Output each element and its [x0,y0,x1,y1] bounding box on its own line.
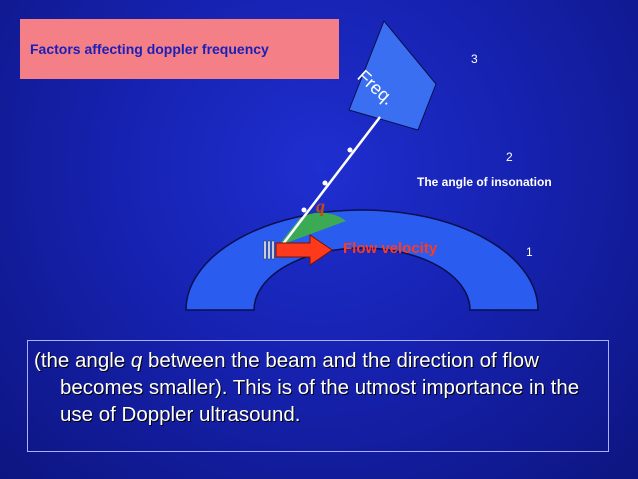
beam-dot [347,147,353,153]
angle-of-insonation-label: The angle of insonation [417,175,552,189]
caption-part1: (the angle [34,349,131,372]
vessel-arch [185,209,539,311]
theta-label: q [316,196,325,216]
caption-box: (the angle q between the beam and the di… [27,340,609,452]
flow-arrow [263,234,333,266]
ultrasound-beam [279,116,381,249]
caption-part2: between the beam and the direction of fl… [60,349,580,426]
flow-velocity-label: Flow velocity [343,240,438,257]
slide-title: Factors affecting doppler frequency [30,41,269,57]
number-3: 3 [471,52,478,66]
number-2: 2 [506,150,513,164]
beam-dot [322,180,328,186]
caption-q: q [130,349,143,372]
number-1: 1 [526,245,533,259]
caption-text: (the angle q between the beam and the di… [34,347,602,428]
angle-wedge [278,212,346,246]
beam-dot [301,207,307,213]
title-box: Factors affecting doppler frequency [20,19,339,79]
transducer-probe [348,20,437,131]
